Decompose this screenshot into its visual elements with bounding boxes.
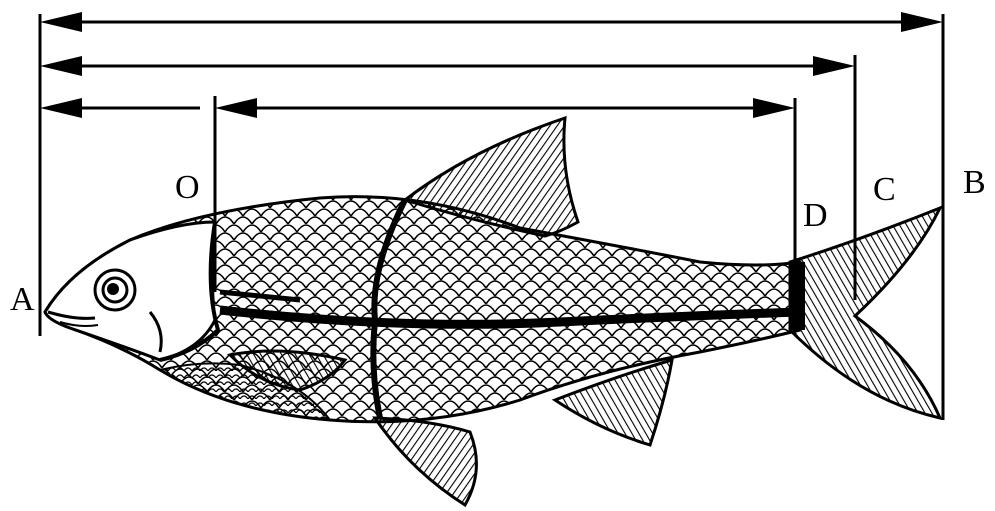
arrow-head-left-icon [40, 56, 82, 76]
arrow-head-left-icon [40, 98, 82, 118]
arrow-head-right-icon [901, 12, 943, 32]
arrow-head-left-icon [215, 98, 257, 118]
arrow-head-left-icon [40, 12, 82, 32]
label-o: O [175, 169, 200, 206]
arrow-a-b [40, 12, 943, 32]
tail-fin [790, 208, 940, 418]
arrow-a-o [40, 98, 200, 118]
label-b: B [963, 164, 986, 201]
arrow-head-right-icon [813, 56, 855, 76]
arrow-head-right-icon [753, 98, 795, 118]
arrow-a-c [40, 56, 855, 76]
arrow-o-d [215, 98, 795, 118]
measurement-arrows [40, 12, 943, 118]
fish-eye-icon [95, 270, 135, 310]
label-a: A [10, 281, 35, 318]
label-d: D [803, 197, 828, 234]
pelvic-fin [375, 418, 476, 505]
label-c: C [873, 171, 896, 208]
